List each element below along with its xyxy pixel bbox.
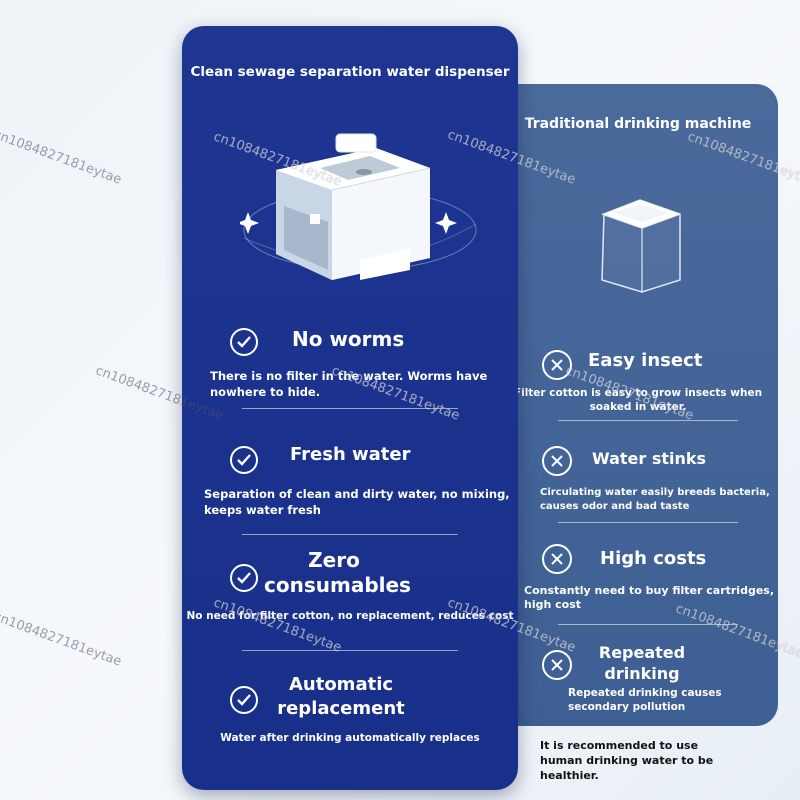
cross-icon xyxy=(542,446,572,476)
watermark: cn1084827181eytae xyxy=(0,127,124,188)
feature-heading-fresh-water: Fresh water xyxy=(290,444,411,465)
check-icon xyxy=(230,564,258,592)
issue-desc-high-costs: Constantly need to buy filter cartridges… xyxy=(524,584,775,611)
issue-heading-high-costs: High costs xyxy=(600,548,707,569)
feature-heading-zero-consumables: Zero consumables xyxy=(264,548,411,597)
water-dispenser-image xyxy=(240,133,477,280)
cross-icon xyxy=(542,544,572,574)
check-icon xyxy=(230,686,258,714)
traditional-panel-title: Traditional drinking machine xyxy=(524,116,752,132)
issue-heading-easy-insect: Easy insect xyxy=(588,350,703,371)
divider xyxy=(242,650,458,651)
check-icon xyxy=(230,328,258,356)
watermark: cn1084827181eytae xyxy=(0,609,124,670)
issue-desc-water-stinks: Circulating water easily breeds bacteria… xyxy=(540,487,770,512)
traditional-machine-panel: Traditional drinking machine Easy insect… xyxy=(498,84,778,726)
divider xyxy=(242,408,458,409)
cross-icon xyxy=(542,350,572,380)
feature-desc-fresh-water: Separation of clean and dirty water, no … xyxy=(204,487,510,517)
divider xyxy=(558,420,738,421)
feature-heading-no-worms: No worms xyxy=(292,327,405,351)
feature-heading-automatic-replacement: Automatic replacement xyxy=(277,674,405,719)
feature-desc-automatic-replacement: Water after drinking automatically repla… xyxy=(220,732,480,744)
issue-heading-water-stinks: Water stinks xyxy=(592,449,707,468)
divider xyxy=(558,624,738,625)
feature-desc-no-worms: There is no filter in the water. Worms h… xyxy=(210,369,488,399)
check-icon xyxy=(230,446,258,474)
feature-desc-zero-consumables: No need for filter cotton, no replacemen… xyxy=(186,610,514,622)
issue-heading-repeated-drinking: Repeated drinking xyxy=(598,643,686,683)
issue-desc-repeated-drinking: Repeated drinking causes secondary pollu… xyxy=(568,687,722,713)
divider xyxy=(242,534,458,535)
recommendation-note: It is recommended to use human drinking … xyxy=(540,739,714,782)
issue-desc-easy-insect: Filter cotton is easy to grow insects wh… xyxy=(513,387,763,413)
divider xyxy=(558,522,738,523)
dispenser-panel: Clean sewage separation water dispenser … xyxy=(182,26,518,790)
cross-icon xyxy=(542,650,572,680)
dispenser-panel-title: Clean sewage separation water dispenser xyxy=(190,64,510,80)
traditional-machine-image xyxy=(601,199,681,293)
